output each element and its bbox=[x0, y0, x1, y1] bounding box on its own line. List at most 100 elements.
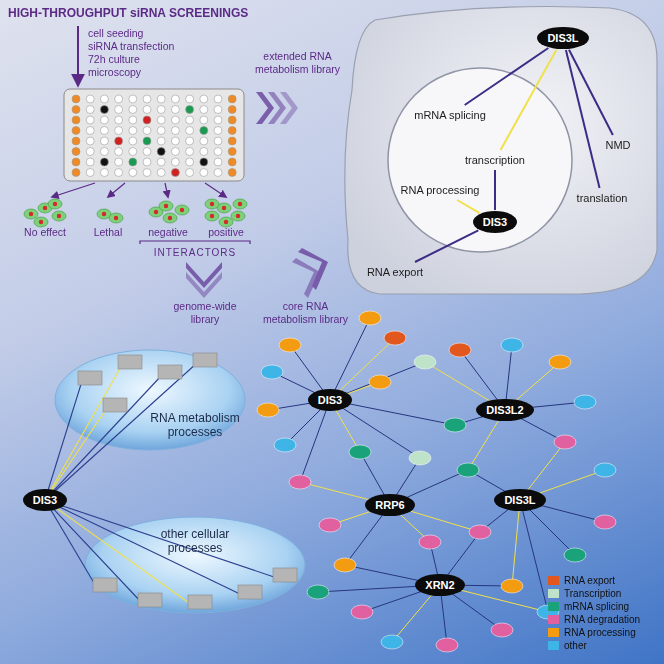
step-label: microscopy bbox=[88, 66, 141, 79]
gene-oval bbox=[369, 375, 391, 389]
gene-oval bbox=[359, 311, 381, 325]
outcome-label: positive bbox=[196, 226, 256, 239]
gene-oval bbox=[469, 525, 491, 539]
node-text: XRN2 bbox=[425, 579, 454, 591]
gene-node: DIS3L bbox=[537, 27, 588, 49]
gene-node: DIS3 bbox=[308, 389, 352, 411]
legend-row: mRNA splicing bbox=[548, 600, 640, 613]
step-label: 72h culture bbox=[88, 53, 140, 66]
gene-oval bbox=[594, 463, 616, 477]
node-text: translation bbox=[577, 192, 628, 204]
legend: RNA exportTranscription mRNA splicingRNA … bbox=[548, 574, 640, 652]
gene-oval bbox=[436, 638, 458, 652]
library-label: genome-wide library bbox=[162, 300, 248, 326]
legend-swatch bbox=[548, 628, 559, 637]
outcome-label: Lethal bbox=[78, 226, 138, 239]
process-ellipse bbox=[85, 517, 305, 613]
legend-text: RNA degradation bbox=[564, 614, 640, 625]
gene-oval bbox=[444, 418, 466, 432]
network-links bbox=[257, 311, 616, 652]
legend-swatch bbox=[548, 641, 559, 650]
interaction-line bbox=[494, 170, 496, 210]
legend-text: Transcription bbox=[564, 588, 621, 599]
library-label: extended RNA metabolism library bbox=[250, 50, 345, 76]
legend-text: mRNA splicing bbox=[564, 601, 629, 612]
interaction-line bbox=[501, 50, 557, 150]
result-arrows bbox=[52, 183, 226, 197]
gene-oval bbox=[574, 395, 596, 409]
title: HIGH-THROUGHPUT siRNA SCREENINGS bbox=[8, 7, 248, 20]
gene-oval bbox=[349, 445, 371, 459]
legend-row: RNA degradation bbox=[548, 613, 640, 626]
gene-oval bbox=[419, 535, 441, 549]
interactors-bracket bbox=[140, 241, 250, 244]
gene-oval bbox=[257, 403, 279, 417]
gene-oval bbox=[457, 463, 479, 477]
legend-row: other bbox=[548, 639, 640, 652]
process-ellipse: other cellular processes bbox=[85, 517, 305, 613]
gene-oval bbox=[549, 355, 571, 369]
gene-oval bbox=[334, 558, 356, 572]
node-text: mRNA splicing bbox=[414, 109, 486, 121]
node-text: RNA metabolism processes bbox=[143, 411, 247, 439]
gene-oval bbox=[501, 338, 523, 352]
gene-oval bbox=[289, 475, 311, 489]
step-label: cell seeding bbox=[88, 27, 143, 40]
legend-swatch bbox=[548, 615, 559, 624]
interaction-line bbox=[465, 48, 549, 105]
node-text: transcription bbox=[465, 154, 525, 166]
interaction-line bbox=[566, 50, 600, 188]
gene-oval bbox=[381, 635, 403, 649]
gene-oval bbox=[594, 515, 616, 529]
process-label: translation bbox=[575, 191, 630, 205]
outcome-label: No effect bbox=[15, 226, 75, 239]
chevrons bbox=[186, 92, 328, 298]
step-arrow bbox=[77, 26, 79, 85]
legend-row: Transcription bbox=[548, 587, 640, 600]
process-ellipse: RNA metabolism processes bbox=[55, 350, 245, 450]
gene-node: XRN2 bbox=[415, 574, 464, 596]
interaction-line bbox=[415, 230, 478, 262]
process-label: transcription bbox=[463, 153, 527, 167]
outcome-label: INTERACTORS bbox=[140, 246, 250, 259]
gene-oval bbox=[384, 331, 406, 345]
gene-oval bbox=[307, 585, 329, 599]
node-text: DIS3 bbox=[318, 394, 342, 406]
gene-oval bbox=[554, 435, 576, 449]
node-text: NMD bbox=[605, 139, 630, 151]
cell-outline bbox=[345, 7, 657, 295]
interaction-line bbox=[457, 200, 479, 213]
gene-oval bbox=[274, 438, 296, 452]
node-text: DIS3L bbox=[547, 32, 578, 44]
node-text: RNA export bbox=[367, 266, 423, 278]
outcome-label: negative bbox=[138, 226, 198, 239]
gene-oval bbox=[449, 343, 471, 357]
gene-node: RRP6 bbox=[365, 494, 414, 516]
legend-swatch bbox=[548, 576, 559, 585]
node-text: DIS3L bbox=[504, 494, 535, 506]
gene-oval bbox=[501, 579, 523, 593]
legend-swatch bbox=[548, 602, 559, 611]
legend-text: RNA export bbox=[564, 575, 615, 586]
node-text: RNA processing bbox=[401, 184, 480, 196]
node-text: DIS3 bbox=[33, 494, 57, 506]
gene-node: DIS3L2 bbox=[476, 399, 533, 421]
node-text: RRP6 bbox=[375, 499, 404, 511]
gene-oval bbox=[409, 451, 431, 465]
legend-swatch bbox=[548, 589, 559, 598]
process-label: RNA processing bbox=[399, 183, 482, 197]
well-plate bbox=[64, 89, 244, 181]
cell-groups bbox=[24, 199, 247, 227]
process-label: NMD bbox=[603, 138, 632, 152]
gene-node: DIS3L bbox=[494, 489, 545, 511]
gene-node: DIS3 bbox=[473, 211, 517, 233]
step-label: siRNA transfection bbox=[88, 40, 174, 53]
legend-row: RNA export bbox=[548, 574, 640, 587]
library-label: core RNA metabolism library bbox=[258, 300, 353, 326]
legend-text: RNA processing bbox=[564, 627, 636, 638]
node-text: other cellular processes bbox=[143, 527, 247, 555]
gene-oval bbox=[319, 518, 341, 532]
